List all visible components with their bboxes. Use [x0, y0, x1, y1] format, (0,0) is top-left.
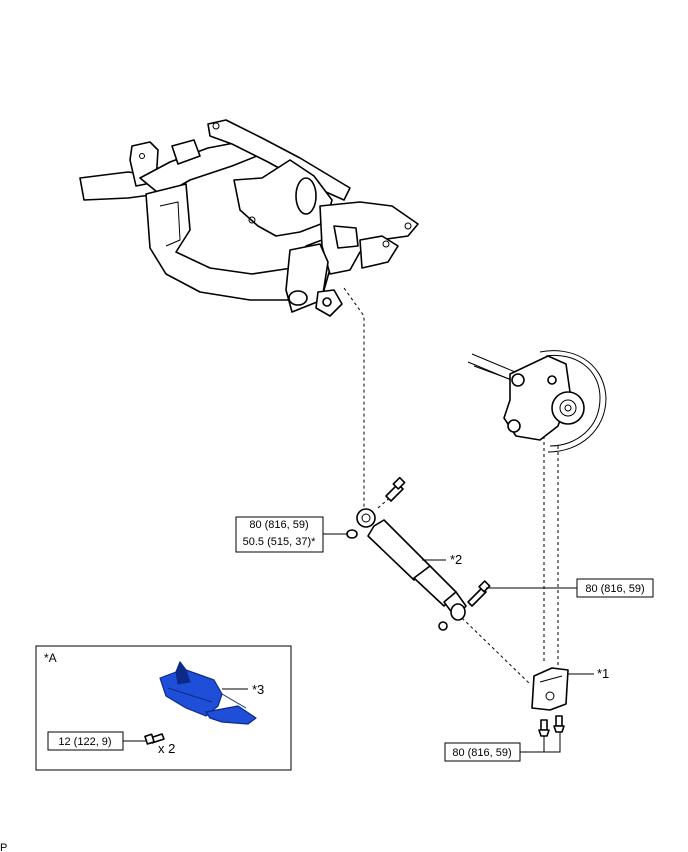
torque-inset-label: 12 (122, 9) — [58, 736, 111, 748]
torque-lower-label: 80 (816, 59) — [585, 583, 644, 595]
inset-panel: *A *3 12 (122, 9) x 2 — [35, 645, 292, 771]
torque-upper-group: 80 (816, 59) 50.5 (515, 37)* — [235, 516, 348, 553]
torque-bracket-label: 80 (816, 59) — [452, 747, 511, 759]
callout-part2: *2 — [450, 552, 462, 567]
torque-upper-line2: 50.5 (515, 37)* — [243, 536, 316, 548]
lower-bolt — [467, 580, 491, 607]
quantity-label: x 2 — [158, 741, 175, 756]
lower-bracket — [531, 667, 569, 737]
shock-absorber — [346, 476, 491, 631]
upper-bolt — [385, 476, 406, 502]
inset-label: *A — [44, 651, 57, 665]
callout-part3: *3 — [252, 682, 264, 697]
corner-mark: P — [0, 842, 7, 852]
torque-upper-line1: 80 (816, 59) — [249, 519, 308, 531]
steering-knuckle — [467, 350, 607, 453]
callout-part1: *1 — [597, 666, 609, 681]
highlighted-cover — [159, 660, 257, 725]
torque-bracket-group: 80 (816, 59) — [444, 732, 561, 762]
torque-lower-group: 80 (816, 59) — [486, 578, 654, 598]
subframe-assembly — [79, 119, 419, 317]
inset-bolt — [144, 733, 165, 745]
